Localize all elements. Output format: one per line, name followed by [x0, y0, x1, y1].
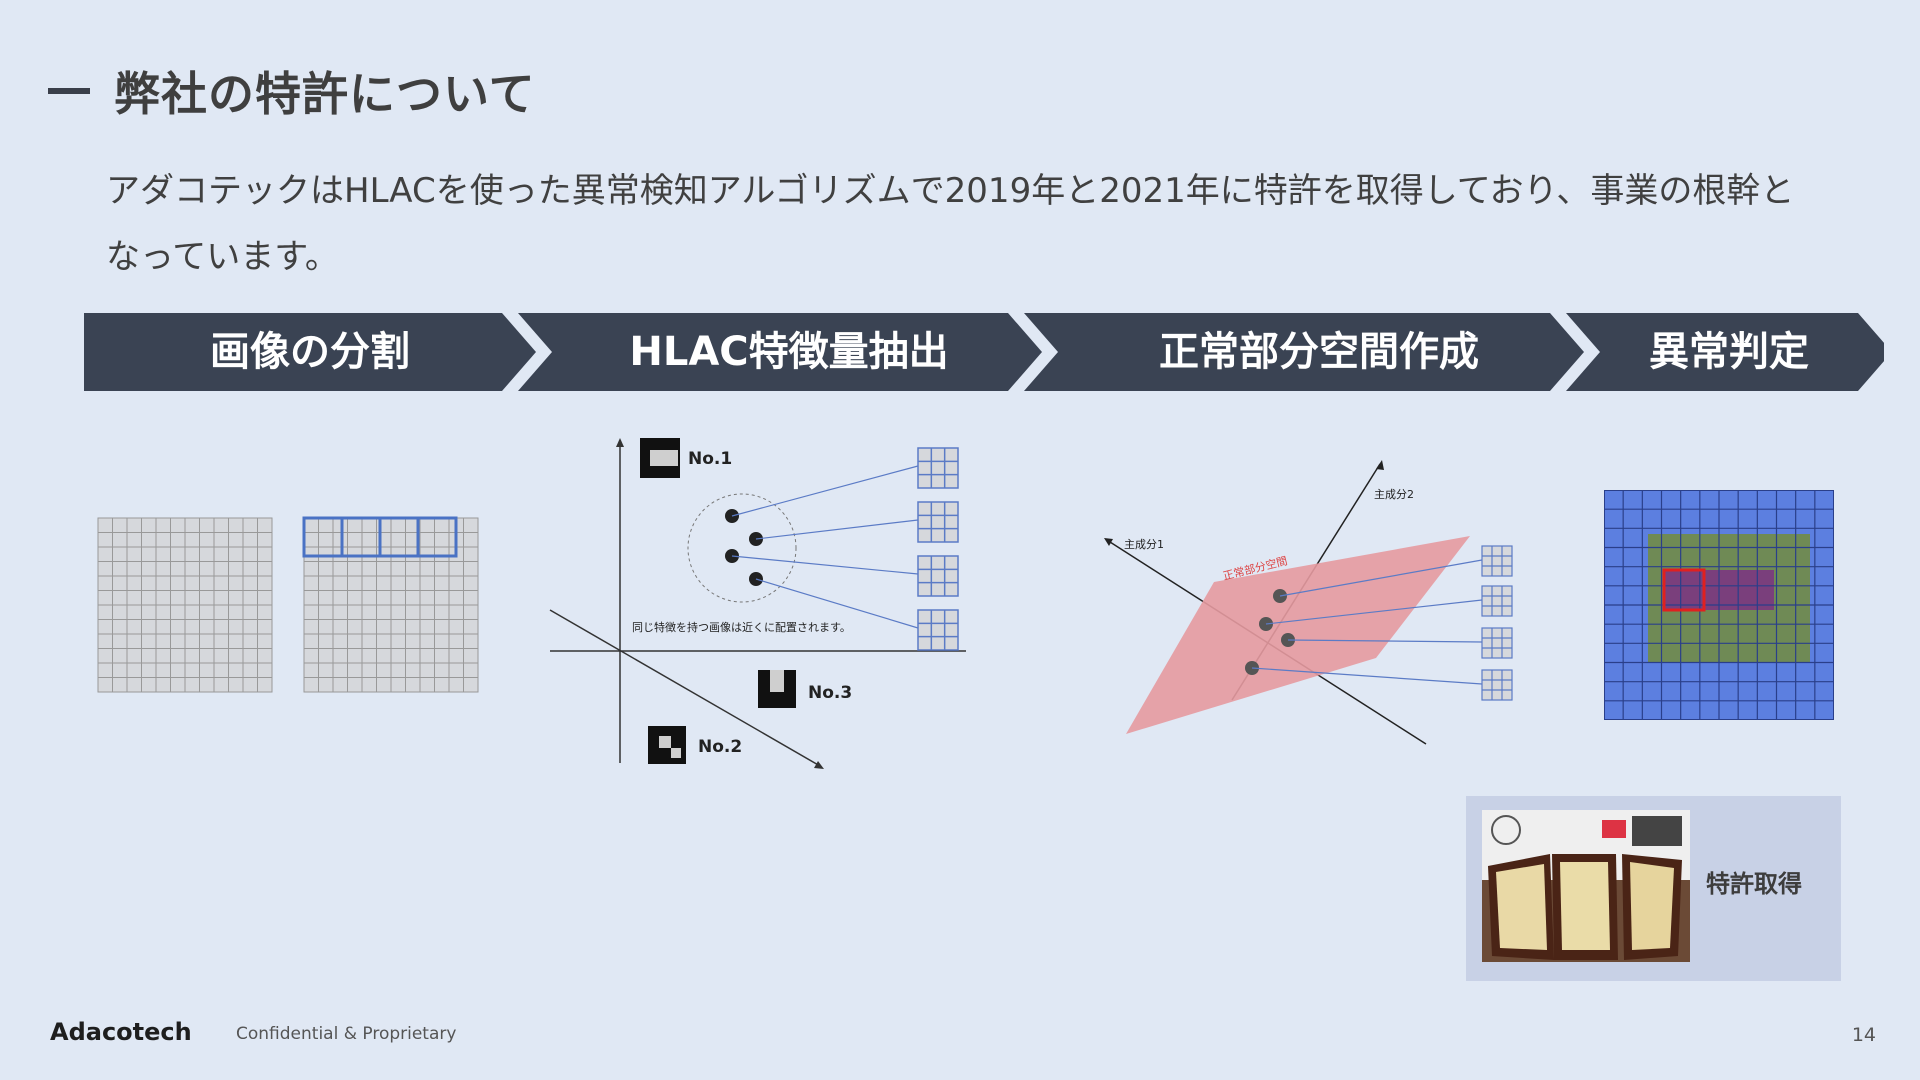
plain-grid	[98, 518, 272, 692]
pattern-no3-hole	[770, 670, 784, 692]
description: アダコテックはHLACを使った異常検知アルゴリズムで2019年と2021年に特許…	[106, 158, 1806, 290]
feature-grid	[918, 502, 958, 542]
certificate-image	[1482, 810, 1690, 962]
feature-link	[732, 466, 918, 516]
subspace-grid	[1482, 546, 1512, 576]
feature-grid	[918, 556, 958, 596]
axis-1-arrow	[1104, 538, 1113, 546]
diagonal-axis-arrow	[814, 761, 824, 769]
page-number: 14	[1852, 1024, 1876, 1046]
anomaly-diagram	[1604, 490, 1834, 720]
step-label-4: 異常判定	[1604, 313, 1854, 391]
step-label-1: 画像の分割	[84, 313, 536, 391]
title-dash	[48, 88, 90, 94]
feature-link	[732, 556, 918, 574]
hlac-feature-diagram: No.1 No.3 No.2 同じ特徴を持つ画像は近くに配置されます。	[546, 438, 966, 773]
image-division-diagram	[96, 516, 482, 696]
pattern-no2-b	[671, 748, 681, 758]
hlac-caption: 同じ特徴を持つ画像は近くに配置されます。	[632, 620, 851, 634]
subspace-grids	[1482, 546, 1512, 700]
certificate-label: 特許取得	[1706, 864, 1802, 899]
subspace-grid	[1482, 586, 1512, 616]
step-label-3: 正常部分空間作成	[1054, 313, 1584, 391]
feature-grid	[918, 610, 958, 650]
marker-no3-label: No.3	[808, 683, 852, 703]
page-title: 弊社の特許について	[114, 58, 536, 124]
axis-2-arrow	[1376, 460, 1384, 470]
axis-1-label: 主成分1	[1124, 538, 1164, 551]
pattern-no1-hole	[650, 450, 678, 466]
subspace-diagram: 正常部分空間 主成分1 主成分2	[1096, 460, 1526, 750]
marker-no2-label: No.2	[698, 737, 742, 757]
pattern-no2-a	[659, 736, 671, 748]
step-label-2: HLAC特徴量抽出	[544, 313, 1034, 391]
marker-no1-label: No.1	[688, 449, 732, 469]
company-logo: Adacotech	[50, 1018, 192, 1046]
certificate-photo	[1482, 810, 1690, 962]
axis-2-label: 主成分2	[1374, 488, 1414, 501]
confidential-notice: Confidential & Proprietary	[236, 1024, 456, 1044]
feature-grid	[918, 448, 958, 488]
title-row: 弊社の特許について	[48, 58, 536, 124]
patent-certificate-box: 特許取得	[1466, 796, 1841, 981]
feature-link	[756, 520, 918, 539]
normal-subspace-plane	[1126, 536, 1470, 734]
feature-grids	[918, 448, 958, 650]
highlighted-grid	[304, 518, 478, 692]
subspace-grid	[1482, 670, 1512, 700]
subspace-grid	[1482, 628, 1512, 658]
y-axis-arrow	[616, 438, 624, 447]
process-steps: 画像の分割 HLAC特徴量抽出 正常部分空間作成 異常判定	[84, 313, 1884, 391]
